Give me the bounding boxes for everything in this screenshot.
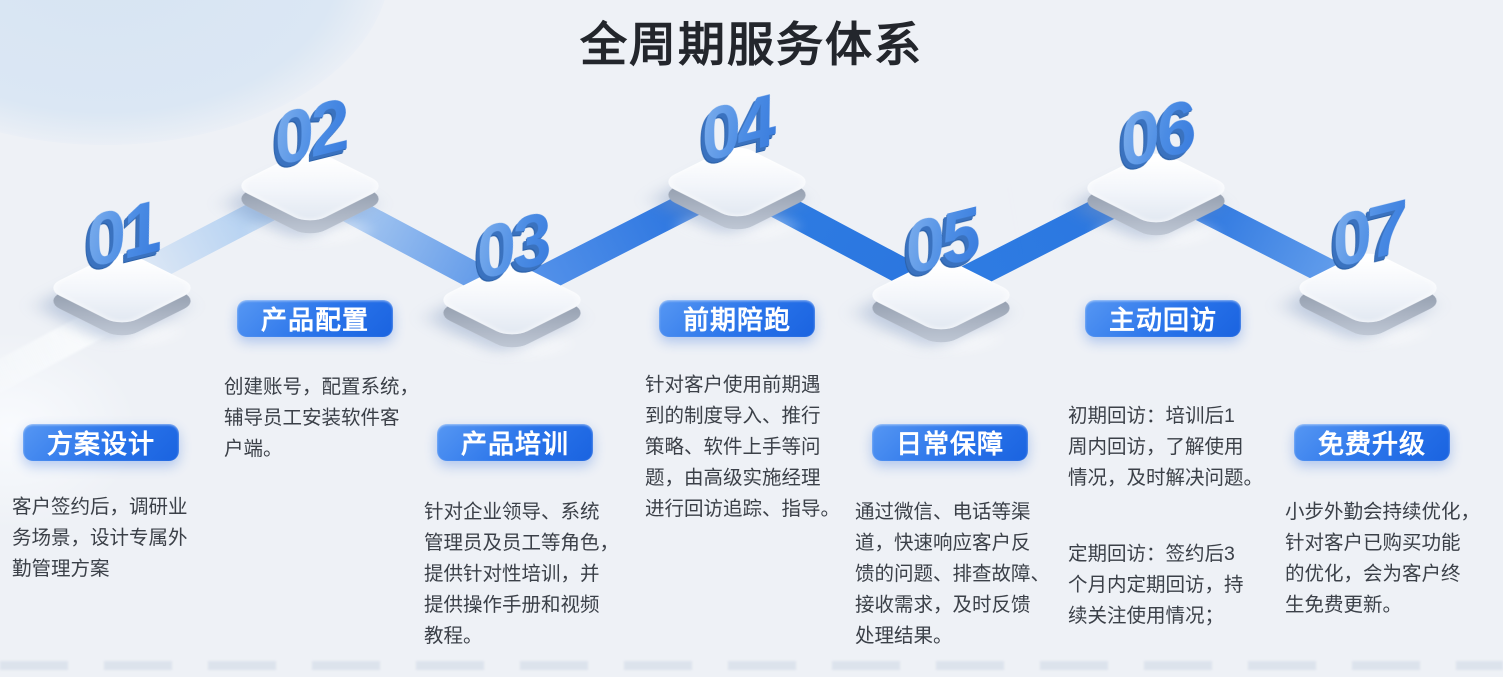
step-number-1: 01 — [37, 175, 207, 295]
step-description-6: 初期回访：培训后1 周内回访，了解使用 情况，及时解决问题。 定期回访：签约后3… — [1068, 370, 1273, 677]
step-description-5: 通过微信、电话等渠 道，快速响应客户反 馈的问题、排查故障、 接收需求，及时反馈… — [855, 501, 1051, 647]
step-label-badge-7: 免费升级 — [1294, 424, 1450, 461]
platform-step-1: 01 — [42, 187, 202, 350]
platform-step-2: 02 — [230, 85, 390, 248]
page-title: 全周期服务体系 — [580, 18, 923, 71]
step-label-badge-6: 主动回访 — [1085, 300, 1241, 337]
bottom-partial-content-strip — [0, 661, 1503, 670]
platform-step-4: 04 — [657, 81, 817, 244]
step-6-paragraph-initial-visit: 初期回访：培训后1 周内回访，了解使用 情况，及时解决问题。 — [1068, 405, 1264, 489]
step-number-7: 07 — [1283, 175, 1453, 295]
platform-step-7: 07 — [1288, 187, 1448, 350]
platform-step-5: 05 — [861, 194, 1021, 357]
step-number-6: 06 — [1071, 75, 1241, 195]
step-label-badge-3: 产品培训 — [437, 424, 593, 461]
step-label-badge-5: 日常保障 — [872, 424, 1028, 461]
step-description-3: 针对企业领导、系统 管理员及员工等角色， 提供针对性培训，并 提供操作手册和视频… — [424, 501, 620, 647]
step-label-badge-4: 前期陪跑 — [659, 300, 815, 337]
platform-step-3: 03 — [432, 199, 592, 362]
step-label-badge-1: 方案设计 — [23, 424, 179, 461]
platform-step-6: 06 — [1076, 87, 1236, 250]
step-description-7: 小步外勤会持续优化， 针对客户已购买功能 的优化，会为客户终 生免费更新。 — [1285, 501, 1481, 616]
step-label-badge-2: 产品配置 — [237, 300, 393, 337]
step-description-2: 创建账号，配置系统， 辅导员工安装软件客 户端。 — [224, 376, 420, 460]
step-number-3: 03 — [427, 187, 597, 307]
step-number-4: 04 — [652, 69, 822, 189]
step-number-5: 05 — [856, 182, 1026, 302]
step-6-paragraph-regular-visit: 定期回访：签约后3 个月内定期回访，持 续关注使用情况； — [1068, 543, 1244, 627]
step-description-1: 客户签约后，调研业 务场景，设计专属外 勤管理方案 — [12, 496, 188, 580]
step-description-4: 针对客户使用前期遇 到的制度导入、推行 策略、软件上手等问 题，由高级实施经理 … — [645, 374, 841, 520]
